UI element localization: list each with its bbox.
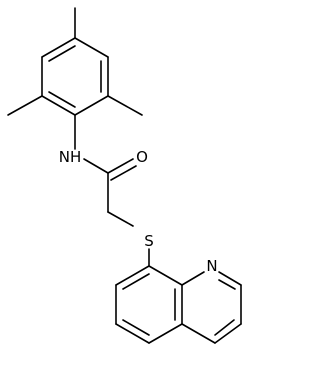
bond bbox=[110, 165, 137, 181]
bond bbox=[214, 323, 242, 344]
bond bbox=[74, 95, 109, 116]
methyl-groups bbox=[7, 7, 143, 116]
bond bbox=[214, 319, 235, 336]
bond bbox=[48, 91, 76, 108]
thioether-sulfur-label: S bbox=[144, 232, 154, 250]
quinoline-nitrogen-label: N bbox=[206, 257, 217, 275]
bond bbox=[41, 95, 76, 116]
mesityl-ring bbox=[41, 37, 109, 116]
bond bbox=[218, 271, 242, 286]
methyl-bond bbox=[7, 95, 43, 116]
bond bbox=[148, 265, 183, 286]
acetamide-linker bbox=[74, 114, 150, 267]
bond bbox=[48, 45, 76, 62]
molecule-structure-diagram: NH O S N bbox=[7, 7, 242, 344]
bond bbox=[122, 273, 150, 290]
carbonyl-oxygen-label: O bbox=[136, 148, 148, 166]
atom-labels: NH O S N bbox=[59, 148, 218, 275]
bond bbox=[41, 37, 76, 58]
bond bbox=[107, 211, 134, 227]
bond bbox=[83, 158, 109, 174]
bond bbox=[115, 265, 150, 286]
bond bbox=[181, 323, 216, 344]
bond bbox=[107, 158, 134, 174]
bond bbox=[115, 323, 150, 344]
methyl-bond bbox=[107, 95, 143, 116]
bond bbox=[218, 279, 236, 290]
amide-nitrogen-label: NH bbox=[59, 148, 82, 166]
bond bbox=[181, 271, 205, 286]
bond bbox=[148, 323, 183, 344]
bond bbox=[122, 319, 150, 336]
quinoline-ring bbox=[115, 265, 242, 344]
bond bbox=[74, 37, 109, 58]
